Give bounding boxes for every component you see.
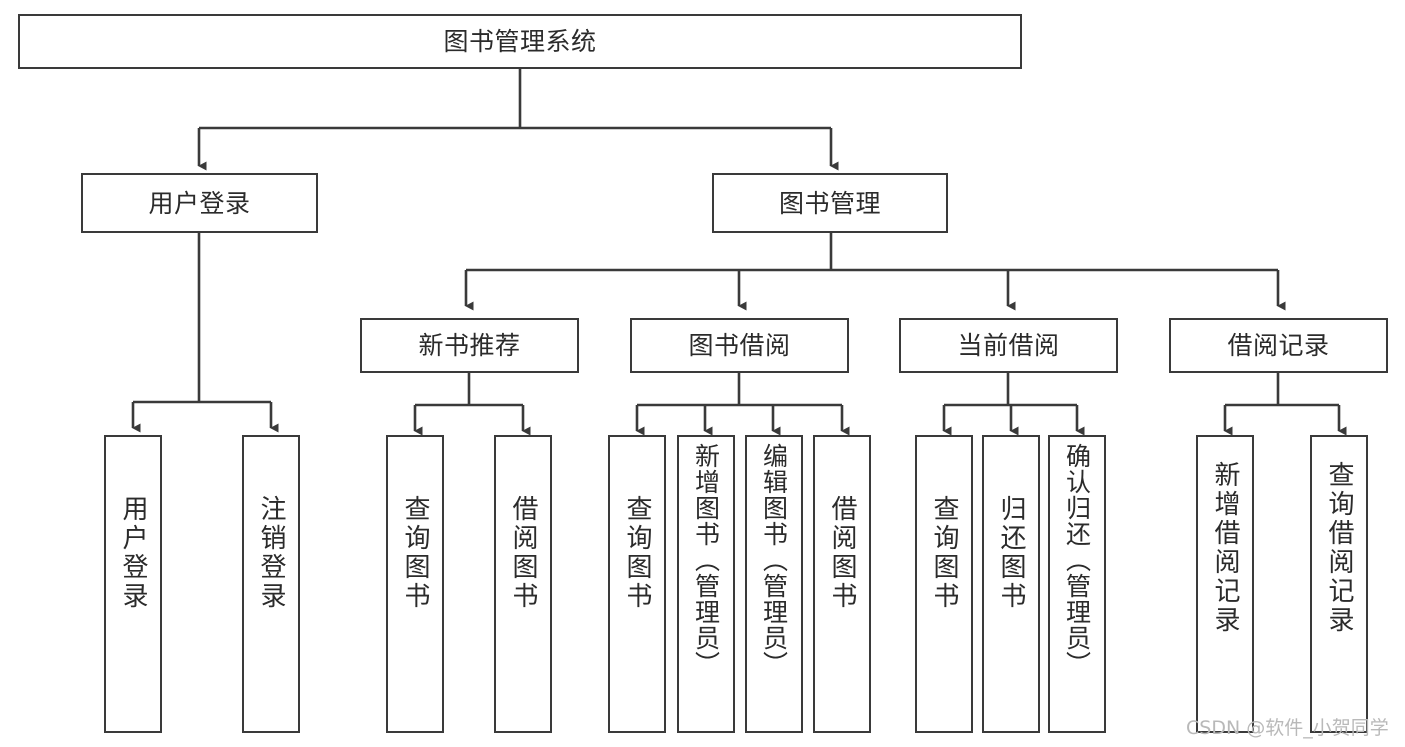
leaf-user-login-logout[interactable]: 注销登录	[242, 435, 300, 733]
node-label: 借阅图书	[508, 495, 539, 611]
node-book-management[interactable]: 图书管理	[712, 173, 948, 233]
node-label: 借阅记录	[1227, 331, 1330, 360]
node-label: 查询图书	[622, 495, 653, 611]
node-label: 当前借阅	[957, 331, 1060, 360]
node-root-system[interactable]: 图书管理系统	[18, 14, 1022, 69]
node-book-borrow[interactable]: 图书借阅	[630, 318, 849, 373]
node-label: 归还图书	[996, 495, 1027, 611]
leaf-new-book-borrow[interactable]: 借阅图书	[494, 435, 552, 733]
leaf-book-borrow-query[interactable]: 查询图书	[608, 435, 666, 733]
leaf-book-borrow-add[interactable]: 新增图书（管理员）	[677, 435, 735, 733]
node-label: 新增借阅记录	[1210, 461, 1241, 635]
watermark: CSDN @软件_小贺同学	[1186, 717, 1389, 739]
node-label: 借阅图书	[827, 495, 858, 611]
node-borrow-record[interactable]: 借阅记录	[1169, 318, 1388, 373]
leaf-book-borrow-borrow[interactable]: 借阅图书	[813, 435, 871, 733]
leaf-current-borrow-confirm[interactable]: 确认归还（管理员）	[1048, 435, 1106, 733]
leaf-current-borrow-query[interactable]: 查询图书	[915, 435, 973, 733]
node-label: 用户登录	[118, 495, 149, 611]
node-label: 编辑图书（管理员）	[759, 443, 789, 677]
node-label: 图书管理	[778, 188, 881, 218]
node-label: 用户登录	[148, 188, 251, 218]
node-current-borrow[interactable]: 当前借阅	[899, 318, 1118, 373]
node-label: 新书推荐	[418, 331, 521, 360]
node-label: 查询图书	[929, 495, 960, 611]
node-label: 图书管理系统	[443, 27, 597, 56]
node-label: 图书借阅	[688, 331, 791, 360]
leaf-borrow-record-add[interactable]: 新增借阅记录	[1196, 435, 1254, 733]
node-label: 新增图书（管理员）	[691, 443, 721, 677]
node-label: 查询借阅记录	[1324, 461, 1355, 635]
node-user-login[interactable]: 用户登录	[81, 173, 318, 233]
node-label: 确认归还（管理员）	[1062, 443, 1092, 677]
leaf-book-borrow-edit[interactable]: 编辑图书（管理员）	[745, 435, 803, 733]
leaf-borrow-record-query[interactable]: 查询借阅记录	[1310, 435, 1368, 733]
node-new-book-recommend[interactable]: 新书推荐	[360, 318, 579, 373]
node-label: 查询图书	[400, 495, 431, 611]
leaf-user-login-signin[interactable]: 用户登录	[104, 435, 162, 733]
leaf-new-book-query[interactable]: 查询图书	[386, 435, 444, 733]
leaf-current-borrow-return[interactable]: 归还图书	[982, 435, 1040, 733]
node-label: 注销登录	[256, 495, 287, 611]
